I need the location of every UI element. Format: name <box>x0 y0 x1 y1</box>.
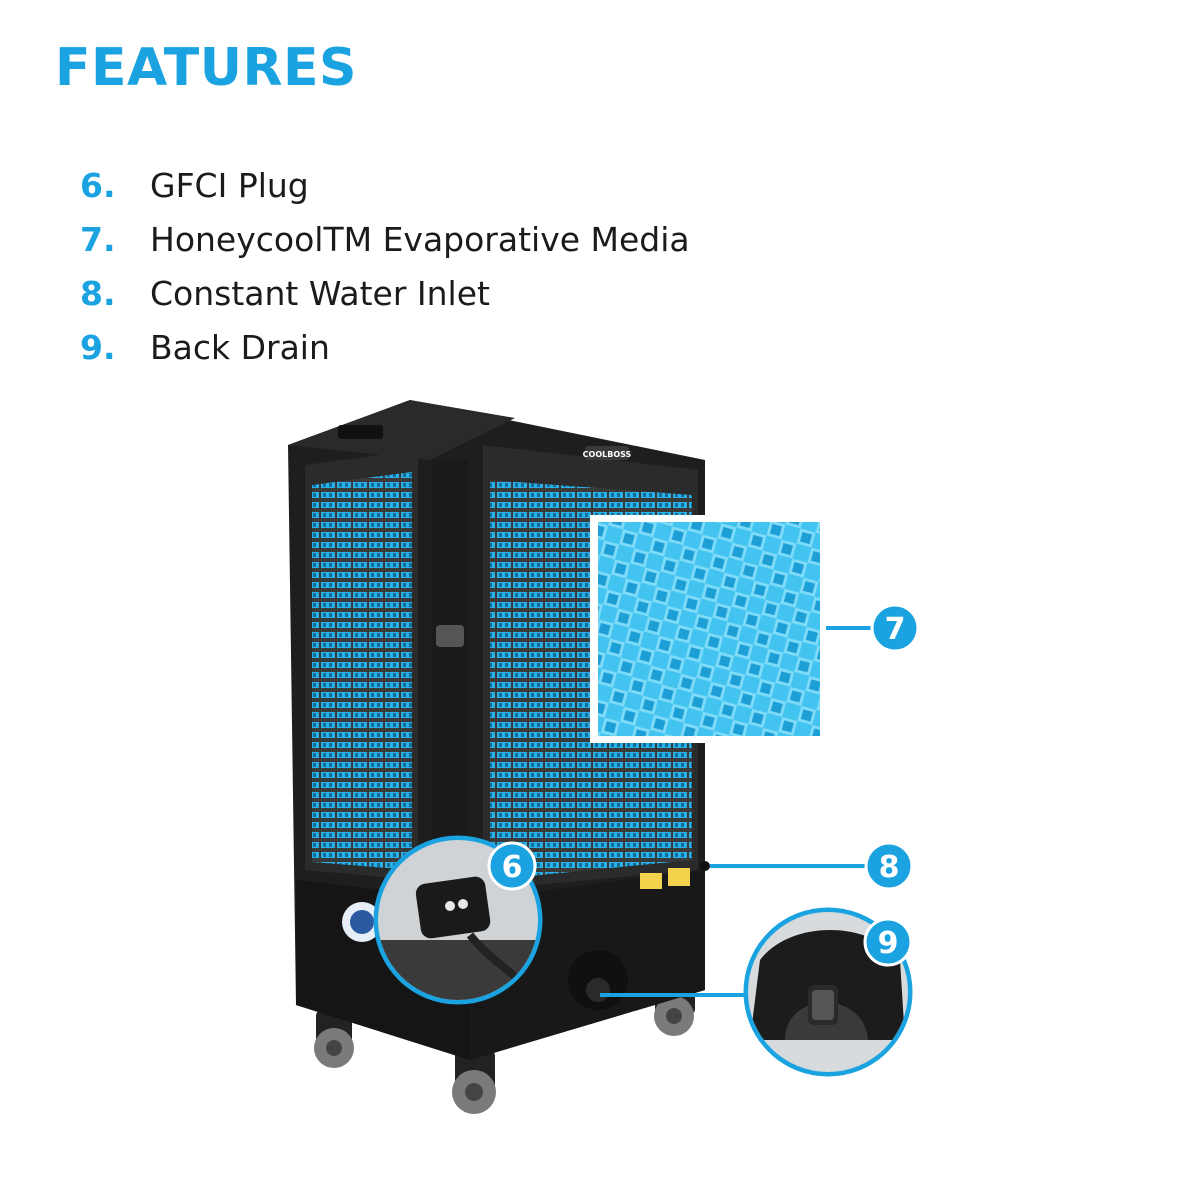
callout-number-8: 8 <box>879 850 900 885</box>
callout-number-9: 9 <box>878 926 899 961</box>
feature-item-9: 9. Back Drain <box>80 320 690 374</box>
feature-item-6: 6. GFCI Plug <box>80 158 690 212</box>
feature-label: Constant Water Inlet <box>150 273 490 313</box>
feature-number: 8. <box>80 273 116 313</box>
water-inlet-leader <box>700 861 868 871</box>
media-zoom-inset <box>590 515 874 743</box>
feature-label: GFCI Plug <box>150 165 309 205</box>
evaporative-cooler-illustration: COOLBOSS <box>288 400 920 1114</box>
callout-badge-9: 9 <box>863 917 913 967</box>
callout-number-6: 6 <box>502 850 523 885</box>
callout-badge-8: 8 <box>864 841 914 891</box>
feature-number: 7. <box>80 219 116 259</box>
feature-number: 6. <box>80 165 116 205</box>
callout-badge-7: 7 <box>870 603 920 653</box>
callout-badge-6: 6 <box>487 841 537 891</box>
feature-item-7: 7. HoneycoolTM Evaporative Media <box>80 212 690 266</box>
feature-label: HoneycoolTM Evaporative Media <box>150 219 690 259</box>
caster-wheels <box>314 985 695 1114</box>
feature-list: 6. GFCI Plug 7. HoneycoolTM Evaporative … <box>80 158 690 374</box>
callout-number-7: 7 <box>885 612 906 647</box>
feature-label: Back Drain <box>150 327 330 367</box>
brand-logo: COOLBOSS <box>583 450 632 459</box>
page-title: FEATURES <box>55 38 357 98</box>
feature-item-8: 8. Constant Water Inlet <box>80 266 690 320</box>
feature-number: 9. <box>80 327 116 367</box>
